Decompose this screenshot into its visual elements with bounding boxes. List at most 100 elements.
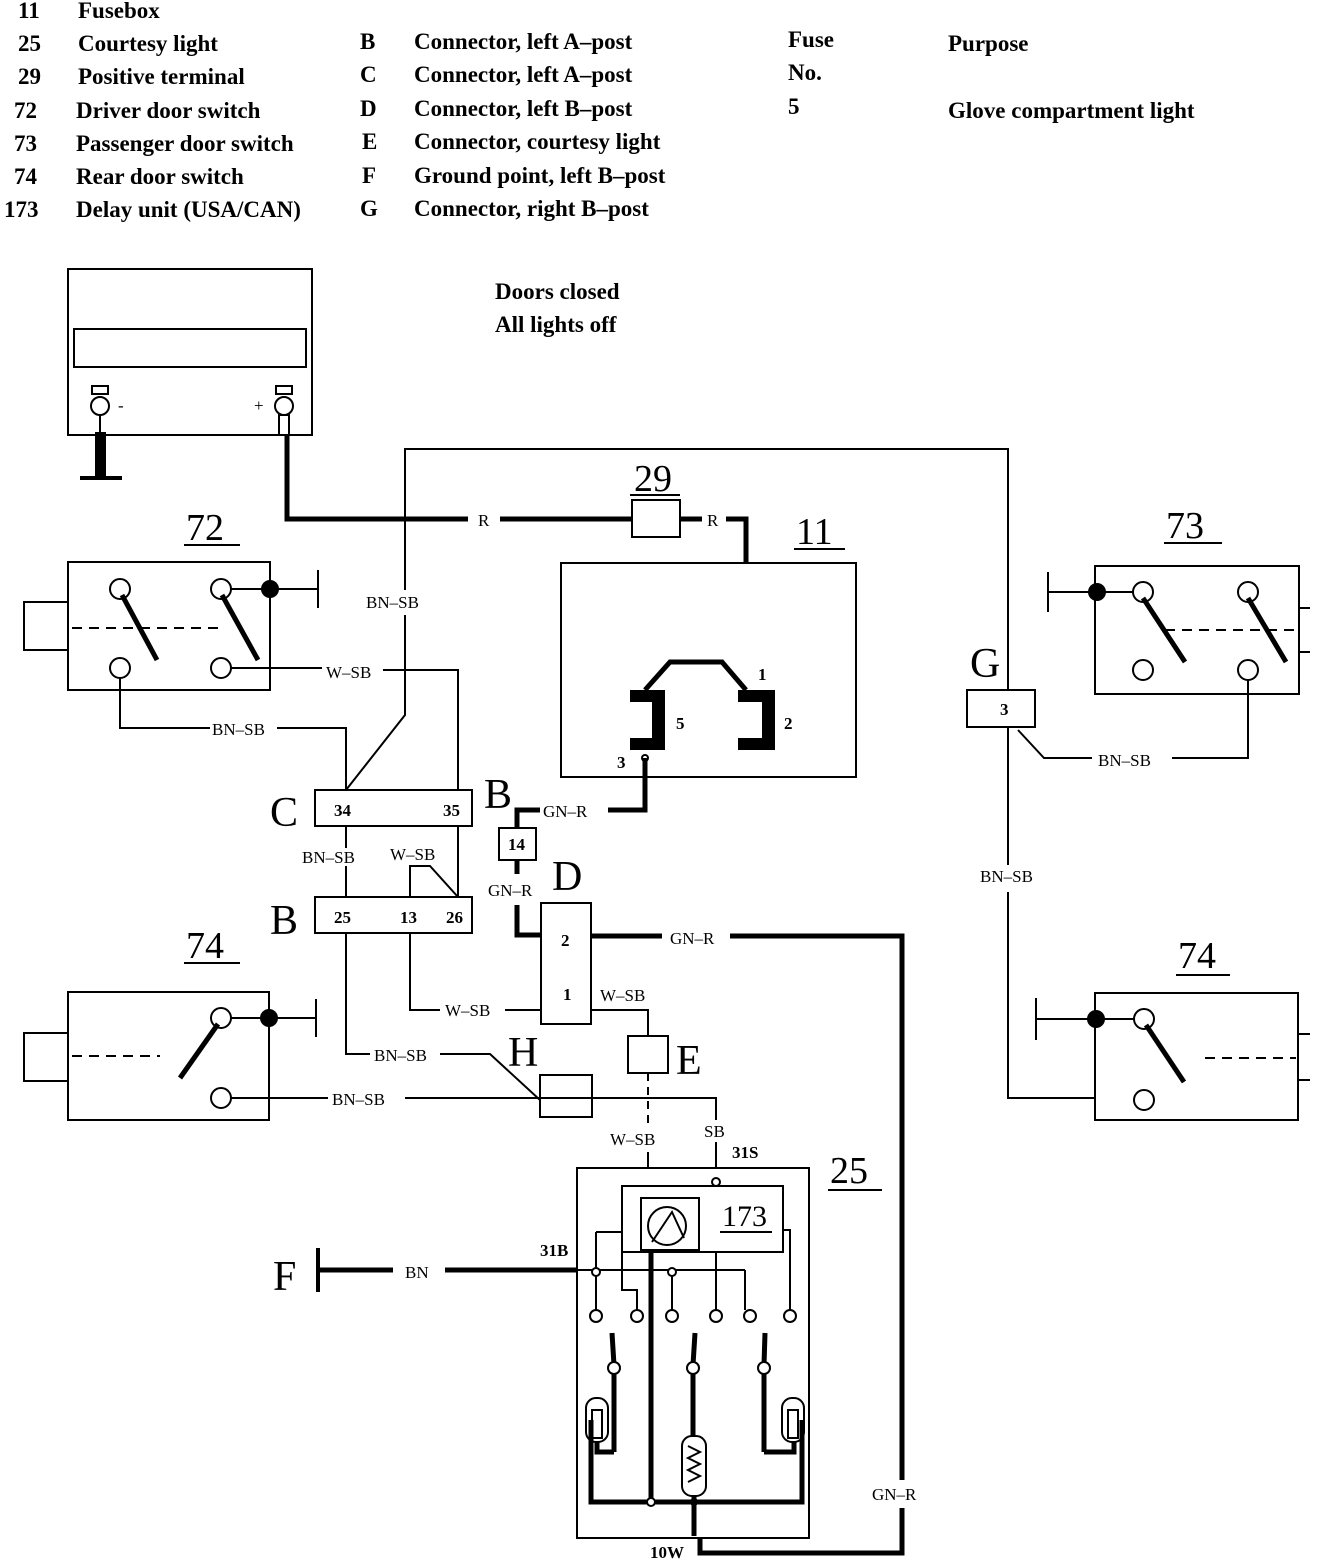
wire-label-r-right: R: [707, 511, 719, 530]
pin-B14: 14: [508, 835, 526, 854]
connector-G: [966, 689, 1036, 728]
legend-comp-num-0: 11: [18, 0, 40, 23]
connector-H: [539, 1074, 593, 1118]
connector-B: [314, 896, 473, 934]
legend-comp-num-6: 173: [4, 197, 39, 222]
wire-label-gnr-b14: GN–R: [488, 881, 533, 900]
connector-B-label: B: [270, 898, 298, 944]
wire-r-battery: [284, 435, 468, 522]
pin-B26: 26: [446, 908, 463, 927]
connector-G-label: G: [970, 641, 1000, 687]
label-25: 25: [830, 1150, 868, 1192]
fuse-pin-2: 2: [784, 714, 793, 733]
connector-C-label: C: [270, 790, 298, 836]
legend-fuse-purpose-0: Glove compartment light: [948, 98, 1195, 123]
battery-plus-label: +: [254, 396, 264, 415]
fuse-pin-5: 5: [676, 714, 685, 733]
driver-door-switch-72: 72: [23, 507, 319, 691]
legend-fuse-header-no: No.: [788, 60, 822, 85]
legend-conn-name-1: Connector, left A–post: [414, 62, 633, 87]
connector-D-label: D: [552, 854, 582, 900]
connector-E-label: E: [676, 1038, 702, 1084]
fuse-pin-3: 3: [617, 753, 626, 772]
courtesy-light-25: 25 173: [576, 1150, 882, 1539]
wire-wsb-d1: [591, 1009, 649, 1036]
battery-minus-label: -: [118, 396, 124, 415]
pin-D2: 2: [561, 931, 570, 950]
wire-label-bn-f: BN: [405, 1263, 429, 1282]
label-11: 11: [796, 511, 833, 553]
legend-comp-num-3: 72: [14, 98, 37, 123]
legend-comp-name-4: Passenger door switch: [76, 131, 294, 156]
pin-31B: 31B: [540, 1241, 568, 1260]
legend-conn-code-1: C: [360, 62, 377, 87]
positive-terminal-29: [631, 499, 681, 538]
legend-comp-name-3: Driver door switch: [76, 98, 261, 123]
rear-door-switch-74-left: 74: [23, 925, 317, 1121]
legend-conn-code-0: B: [360, 29, 375, 54]
legend-conn-code-2: D: [360, 96, 377, 121]
status-note-line1: Doors closed: [495, 279, 620, 304]
label-173: 173: [722, 1200, 767, 1233]
connector-B14: [498, 827, 537, 861]
legend-comp-name-0: Fusebox: [78, 0, 160, 23]
connector-F-label: F: [273, 1254, 296, 1300]
legend-conn-name-3: Connector, courtesy light: [414, 129, 661, 154]
label-29: 29: [634, 458, 672, 500]
wire-label-bnsb-g: BN–SB: [980, 867, 1033, 886]
wire-label-bnsb-vertical-left: BN–SB: [366, 593, 419, 612]
legend-conn-code-3: E: [362, 129, 377, 154]
label-74-right: 74: [1178, 935, 1216, 977]
fuse-pin-1: 1: [758, 665, 767, 684]
connector-B-small-label: B: [484, 772, 512, 818]
legend-conn-code-5: G: [360, 196, 378, 221]
wire-label-bnsb-74: BN–SB: [332, 1090, 385, 1109]
wire-label-wsb-c-b: W–SB: [390, 845, 435, 864]
legend-comp-name-6: Delay unit (USA/CAN): [76, 197, 301, 222]
wire-label-gnr-return: GN–R: [872, 1485, 917, 1504]
wire-label-wsb-13: W–SB: [445, 1001, 490, 1020]
pin-B25: 25: [334, 908, 351, 927]
pin-D1: 1: [563, 985, 572, 1004]
legend-comp-name-2: Positive terminal: [78, 64, 245, 89]
pin-C34: 34: [334, 801, 352, 820]
passenger-door-switch-73: 73: [1047, 505, 1310, 695]
status-note-line2: All lights off: [495, 312, 617, 337]
legend-fuse-no-0: 5: [788, 94, 800, 119]
legend-conn-name-4: Ground point, left B–post: [414, 163, 666, 188]
battery: - +: [67, 268, 313, 480]
wire-label-wsb-e: W–SB: [610, 1130, 655, 1149]
wire-wsb-13: [409, 933, 440, 1011]
wire-label-bnsb-72: BN–SB: [212, 720, 265, 739]
legend-comp-name-1: Courtesy light: [78, 31, 218, 56]
wire-bnsb-top-loop: [404, 448, 1009, 690]
pin-31S: 31S: [732, 1143, 758, 1162]
wire-label-bnsb-73: BN–SB: [1098, 751, 1151, 770]
connector-D: [540, 902, 592, 1025]
pin-G3: 3: [1000, 700, 1009, 719]
legend-comp-num-2: 29: [18, 64, 41, 89]
wire-bnsb-73: [1172, 680, 1249, 759]
label-73: 73: [1166, 505, 1204, 547]
wire-bnsb-h: [345, 933, 370, 1055]
legend-comp-num-1: 25: [18, 31, 41, 56]
wire-label-bnsb-c-b: BN–SB: [302, 848, 355, 867]
connector-C: [314, 789, 473, 827]
wire-label-sb-light: SB: [704, 1122, 725, 1141]
label-72: 72: [186, 507, 224, 549]
legend-comp-num-4: 73: [14, 131, 37, 156]
rear-door-switch-74-right: 74: [1035, 935, 1310, 1121]
label-74-left: 74: [186, 925, 224, 967]
fusebox-11: 11 1 5 2 3: [560, 511, 857, 778]
legend-conn-name-0: Connector, left A–post: [414, 29, 633, 54]
legend-conn-name-5: Connector, right B–post: [414, 196, 649, 221]
wire-label-gnr-fuse: GN–R: [543, 802, 588, 821]
legend-conn-name-2: Connector, left B–post: [414, 96, 633, 121]
wire-label-wsb-d1: W–SB: [600, 986, 645, 1005]
wire-label-bnsb-h: BN–SB: [374, 1046, 427, 1065]
legend-conn-code-4: F: [362, 163, 376, 188]
legend: 11 Fusebox 25 Courtesy light 29 Positive…: [4, 0, 1195, 222]
wire-label-wsb-72: W–SB: [326, 663, 371, 682]
wire-gnr-d: [730, 933, 905, 1480]
pin-C35: 35: [443, 801, 460, 820]
